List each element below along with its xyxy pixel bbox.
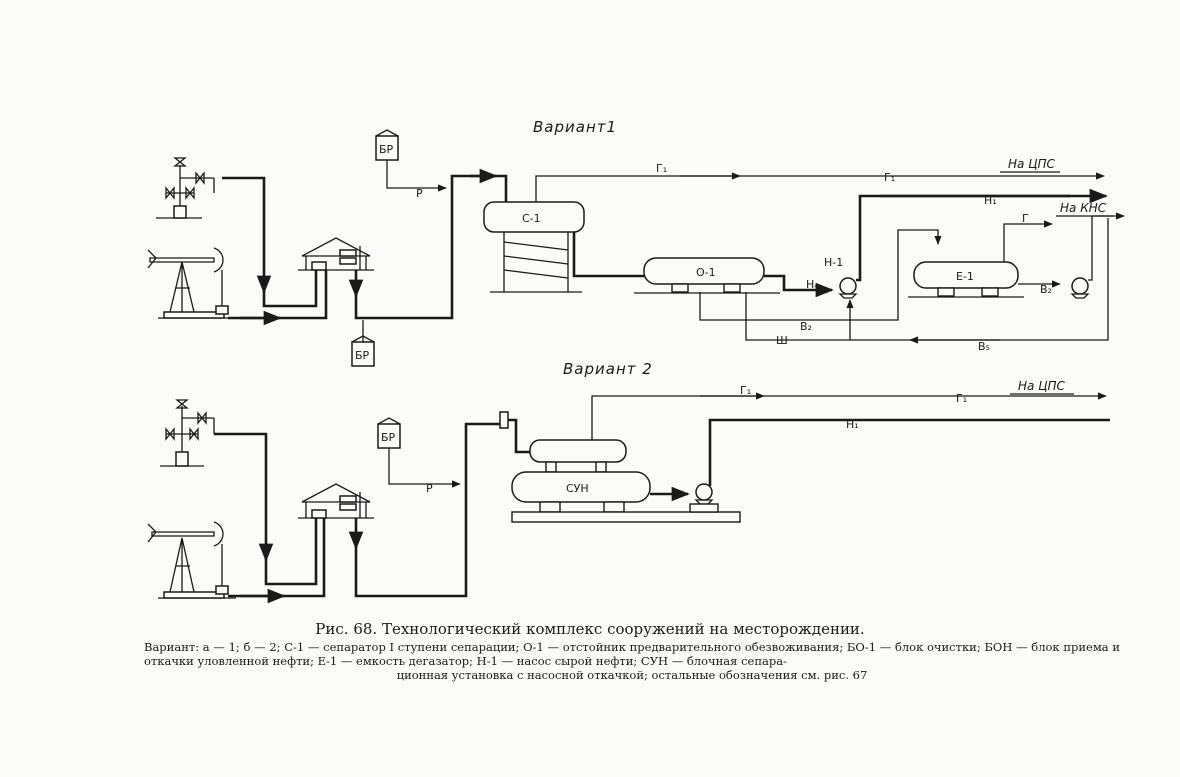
caption-line: Вариант: а — 1; б — 2; С-1 — сепаратор I… <box>144 640 981 654</box>
caption-line: БОН — блок приема и откачки уловленной н… <box>144 640 1120 668</box>
degasser-e1: Е-1 <box>908 261 1024 298</box>
water-line-label: В₅ <box>978 340 990 353</box>
water-line-label: В₂ <box>800 320 812 333</box>
variant2-title: Вариант 2 <box>563 360 653 378</box>
reagent-block-1: БР <box>375 129 399 161</box>
variant2-pipelines <box>214 422 500 604</box>
oil-line-label: Н₄ <box>806 278 819 291</box>
to-kns-label: На КНС <box>1060 201 1107 215</box>
svg-text:СУН: СУН <box>566 482 589 495</box>
svg-text:БР: БР <box>355 349 370 362</box>
block-building-icon <box>298 237 374 271</box>
svg-text:Н-1: Н-1 <box>824 256 843 269</box>
reagent-line-label: Р <box>426 482 433 495</box>
oil-line-label: Н₁ <box>846 418 859 431</box>
separation-unit-syn: СУН <box>499 411 741 523</box>
to-cps-label: На ЦПС <box>1008 157 1056 171</box>
gas-line-label: Г₁ <box>884 171 895 184</box>
svg-text:БР: БР <box>381 431 396 444</box>
gas-line-label: Г₁ <box>740 384 751 397</box>
pump-jack-icon <box>147 247 236 319</box>
svg-text:С-1: С-1 <box>522 212 541 225</box>
oil-line-label: Н₁ <box>984 194 997 207</box>
pump-icon <box>689 483 719 513</box>
sludge-line-label: Ш <box>776 334 788 347</box>
block-building-icon <box>298 483 374 519</box>
gas-line-label: Г₁ <box>656 162 667 175</box>
to-cps-label: На ЦПС <box>1018 379 1066 393</box>
separator-c1: С-1 <box>483 201 585 293</box>
variant1-title: Вариант1 <box>533 118 617 136</box>
caption-line: ционная установка с насосной откачкой; о… <box>396 668 868 682</box>
figure-caption-title: Рис. 68. Технологический комплекс сооруж… <box>315 620 865 638</box>
water-pump-icon <box>1070 277 1090 299</box>
water-line-label: В₂ <box>1040 283 1052 296</box>
figure-caption-body: Вариант: а — 1; б — 2; С-1 — сепаратор I… <box>144 640 1120 682</box>
svg-text:БР: БР <box>379 143 394 156</box>
wellhead-icon <box>160 399 215 467</box>
svg-text:Е-1: Е-1 <box>956 270 974 283</box>
gas-line-label: Г <box>1022 212 1029 225</box>
gas-line-label: Г₁ <box>956 392 967 405</box>
svg-text:О-1: О-1 <box>696 266 716 279</box>
variant1-pipelines <box>222 168 508 326</box>
process-flow-diagram: Вариант1 <box>147 118 1125 604</box>
settler-o1: О-1 <box>634 257 780 294</box>
reagent-line-label: Р <box>416 187 423 200</box>
pump-n1-icon: Н-1 <box>824 256 858 299</box>
wellhead-icon <box>156 157 215 219</box>
pump-jack-icon <box>147 521 236 599</box>
reagent-block-3: БР <box>377 417 401 449</box>
